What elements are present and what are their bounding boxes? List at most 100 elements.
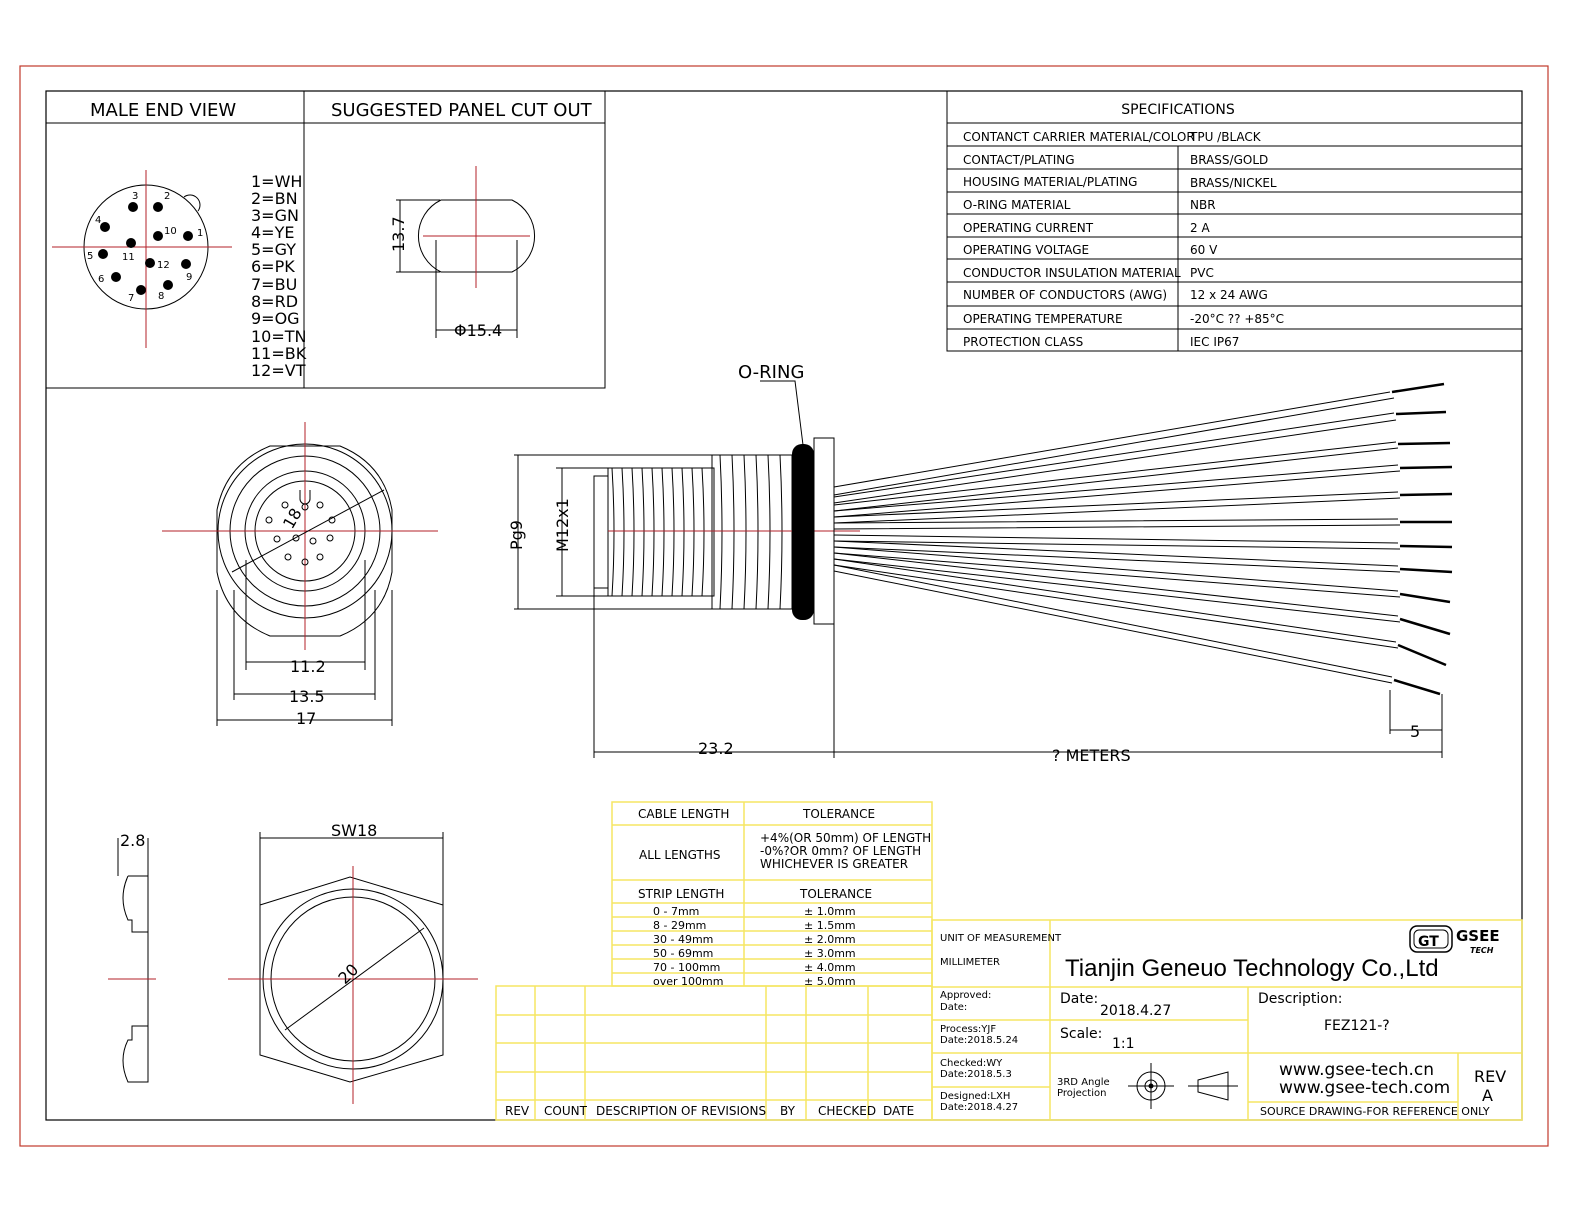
pin-number: 6 [98,274,104,285]
rev-header: BY [780,1104,796,1118]
side-view [514,380,1443,758]
pin-color: 9=OG [251,309,300,328]
checked-date: Date:2018.5.3 [940,1069,1012,1080]
pin-number: 2 [164,191,170,202]
front-view [162,422,438,726]
pin-number: 12 [157,260,170,271]
pin-color: 5=GY [251,240,296,259]
strip-tol: ± 1.0mm [804,905,856,918]
process-date: Date:2018.5.24 [940,1035,1018,1046]
tol-header-tol: TOLERANCE [802,807,875,821]
strip-5-dim: 5 [1410,722,1420,741]
panel-height-dim: 13.7 [389,216,408,252]
date-label: Date: [1060,991,1098,1007]
projection-label: Projection [1057,1088,1106,1099]
spec-value: IEC IP67 [1190,335,1239,349]
description-value: FEZ121-? [1324,1018,1390,1034]
description-label: Description: [1258,991,1342,1007]
panel-cut-out-shape [396,166,535,338]
nut-thickness-dim: 2.8 [120,831,145,850]
spec-name: PROTECTION CLASS [963,335,1083,349]
strip-tol: ± 1.5mm [804,919,856,932]
projection-symbol-icon [1128,1063,1238,1109]
pin-number: 3 [132,191,138,202]
strip-len: 30 - 49mm [653,933,713,946]
front-dim-18: 18 [279,505,306,532]
approved-date: Date: [940,1002,967,1013]
rev-value: A [1482,1086,1493,1105]
scale-label: Scale: [1060,1026,1102,1042]
spec-value: PVC [1190,266,1214,280]
title-block [931,919,1523,1121]
pin-number: 7 [128,293,134,304]
designed-date: Date:2018.4.27 [940,1102,1018,1113]
strip-tol: ± 4.0mm [804,961,856,974]
pin-number: 11 [122,252,135,263]
projection-label: 3RD Angle [1057,1077,1110,1088]
length-23-2-dim: 23.2 [698,739,734,758]
pin-color: 1=WH [251,172,302,191]
rev-header: COUNT [544,1104,588,1118]
panel-cut-out-title: SUGGESTED PANEL CUT OUT [331,100,593,121]
spec-value: 60 V [1190,243,1218,257]
pin-number: 4 [95,215,101,226]
gsee-logo: GT GSEE TECH [1409,925,1500,955]
pin-color: 8=RD [251,292,298,311]
panel-diameter-dim: Φ15.4 [454,321,502,340]
logo-gt: GT [1418,934,1439,950]
strip-len: over 100mm [653,975,723,988]
strip-len: 0 - 7mm [653,905,699,918]
cable-length-dim: ? METERS [1052,746,1131,765]
spec-name: OPERATING VOLTAGE [963,243,1089,257]
strip-tol: ± 5.0mm [804,975,856,988]
outer-border [19,65,1549,1147]
specifications-table [946,90,1523,352]
rev-header: CHECKED [818,1104,876,1118]
website-cn: www.gsee-tech.cn [1279,1060,1434,1080]
spec-name: OPERATING CURRENT [963,221,1094,235]
pin-color: 11=BK [251,344,307,363]
male-end-pin-face: 3 2 4 10 1 5 11 12 9 6 7 8 [52,170,232,348]
front-dim-13-5: 13.5 [289,687,325,706]
website-com: www.gsee-tech.com [1279,1078,1450,1098]
wire-bundle [833,382,1453,696]
o-ring [792,444,814,620]
pin-color: 6=PK [251,257,295,276]
spec-value: BRASS/GOLD [1190,153,1268,167]
rev-header: DATE [883,1104,914,1118]
unit-label: UNIT OF MEASUREMENT [940,933,1062,944]
source-note: SOURCE DRAWING-FOR REFERENCE ONLY [1260,1105,1490,1118]
strip-tol: ± 3.0mm [804,947,856,960]
spec-value: 2 A [1190,221,1210,235]
pin-color: 10=TN [251,327,307,346]
designed-label: Designed:LXH [940,1091,1010,1102]
pin-number: 1 [197,228,203,239]
tol-all-line: WHICHEVER IS GREATER [760,857,908,871]
spec-name: CONTANCT CARRIER MATERIAL/COLOR [963,130,1195,144]
pin-color: 3=GN [251,206,299,225]
nut-front-view [228,832,478,1104]
rev-header: DESCRIPTION OF REVISIONS [596,1104,766,1118]
spec-name: O-RING MATERIAL [963,198,1071,212]
rev-header: REV [505,1104,530,1118]
pg9-dim: Pg9 [507,520,526,550]
nut-side-view [108,838,156,1083]
spec-value: BRASS/NICKEL [1190,176,1277,190]
specifications-title: SPECIFICATIONS [1121,102,1235,118]
spec-value: -20°C ?? +85°C [1190,312,1284,326]
process-label: Process:YJF [940,1024,996,1035]
view-boxes [45,90,606,389]
spec-value: 12 x 24 AWG [1190,288,1268,302]
strip-len: 70 - 100mm [653,961,720,974]
spec-name: HOUSING MATERIAL/PLATING [963,175,1137,189]
unit-value: MILLIMETER [940,957,1000,968]
spec-name: CONTACT/PLATING [963,153,1075,167]
front-dim-11-2: 11.2 [290,657,326,676]
pin-color-legend: 1=WH 2=BN 3=GN 4=YE 5=GY 6=PK 7=BU 8=RD … [251,172,307,380]
spec-name: OPERATING TEMPERATURE [963,312,1123,326]
tol-all-lengths: ALL LENGTHS [639,848,720,862]
scale-value: 1:1 [1112,1036,1135,1052]
tol-all-line: +4%(OR 50mm) OF LENGTH [760,831,931,845]
pin-color: 7=BU [251,275,297,294]
